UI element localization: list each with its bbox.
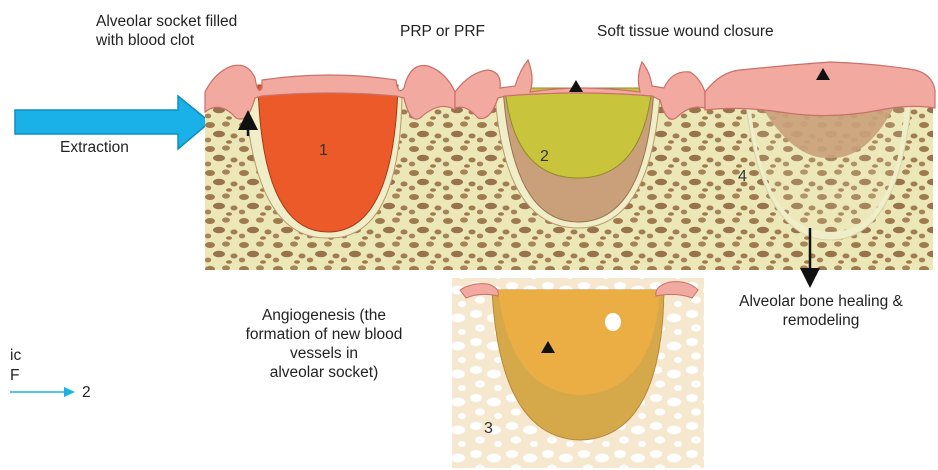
label-angiogenesis: Angiogenesis (the formation of new blood… — [214, 306, 434, 382]
label-partial-ic: ic — [10, 346, 21, 365]
panel-3-angiogenesis — [452, 278, 704, 468]
label-soft-tissue: Soft tissue wound closure — [597, 22, 774, 41]
label-bone-healing: Alveolar bone healing & remodeling — [716, 292, 926, 330]
stage-number-2: 2 — [540, 148, 549, 166]
stage-number-3: 3 — [484, 420, 493, 438]
label-angiogenesis-line1: Angiogenesis (the — [214, 306, 434, 325]
label-partial-arrow-number: 2 — [82, 383, 91, 402]
label-bone-healing-line1: Alveolar bone healing & — [716, 292, 926, 311]
label-angiogenesis-line4: alveolar socket) — [214, 363, 434, 382]
label-bone-healing-line2: remodeling — [716, 311, 926, 330]
label-socket-clot-line2: with blood clot — [96, 31, 237, 50]
stage-number-1: 1 — [319, 142, 328, 160]
label-partial-f: F — [10, 366, 19, 385]
label-socket-clot: Alveolar socket filled with blood clot — [96, 12, 237, 50]
stage-number-4: 4 — [738, 168, 747, 186]
small-blue-arrow — [10, 387, 75, 397]
label-angiogenesis-line3: vessels in — [214, 344, 434, 363]
panel-1-blood-clot — [205, 65, 455, 270]
label-extraction: Extraction — [60, 138, 129, 157]
panel-2-prp-prf — [455, 60, 705, 270]
label-angiogenesis-line2: formation of new blood — [214, 325, 434, 344]
label-socket-clot-line1: Alveolar socket filled — [96, 12, 237, 31]
label-prp-prf: PRP or PRF — [400, 22, 485, 41]
